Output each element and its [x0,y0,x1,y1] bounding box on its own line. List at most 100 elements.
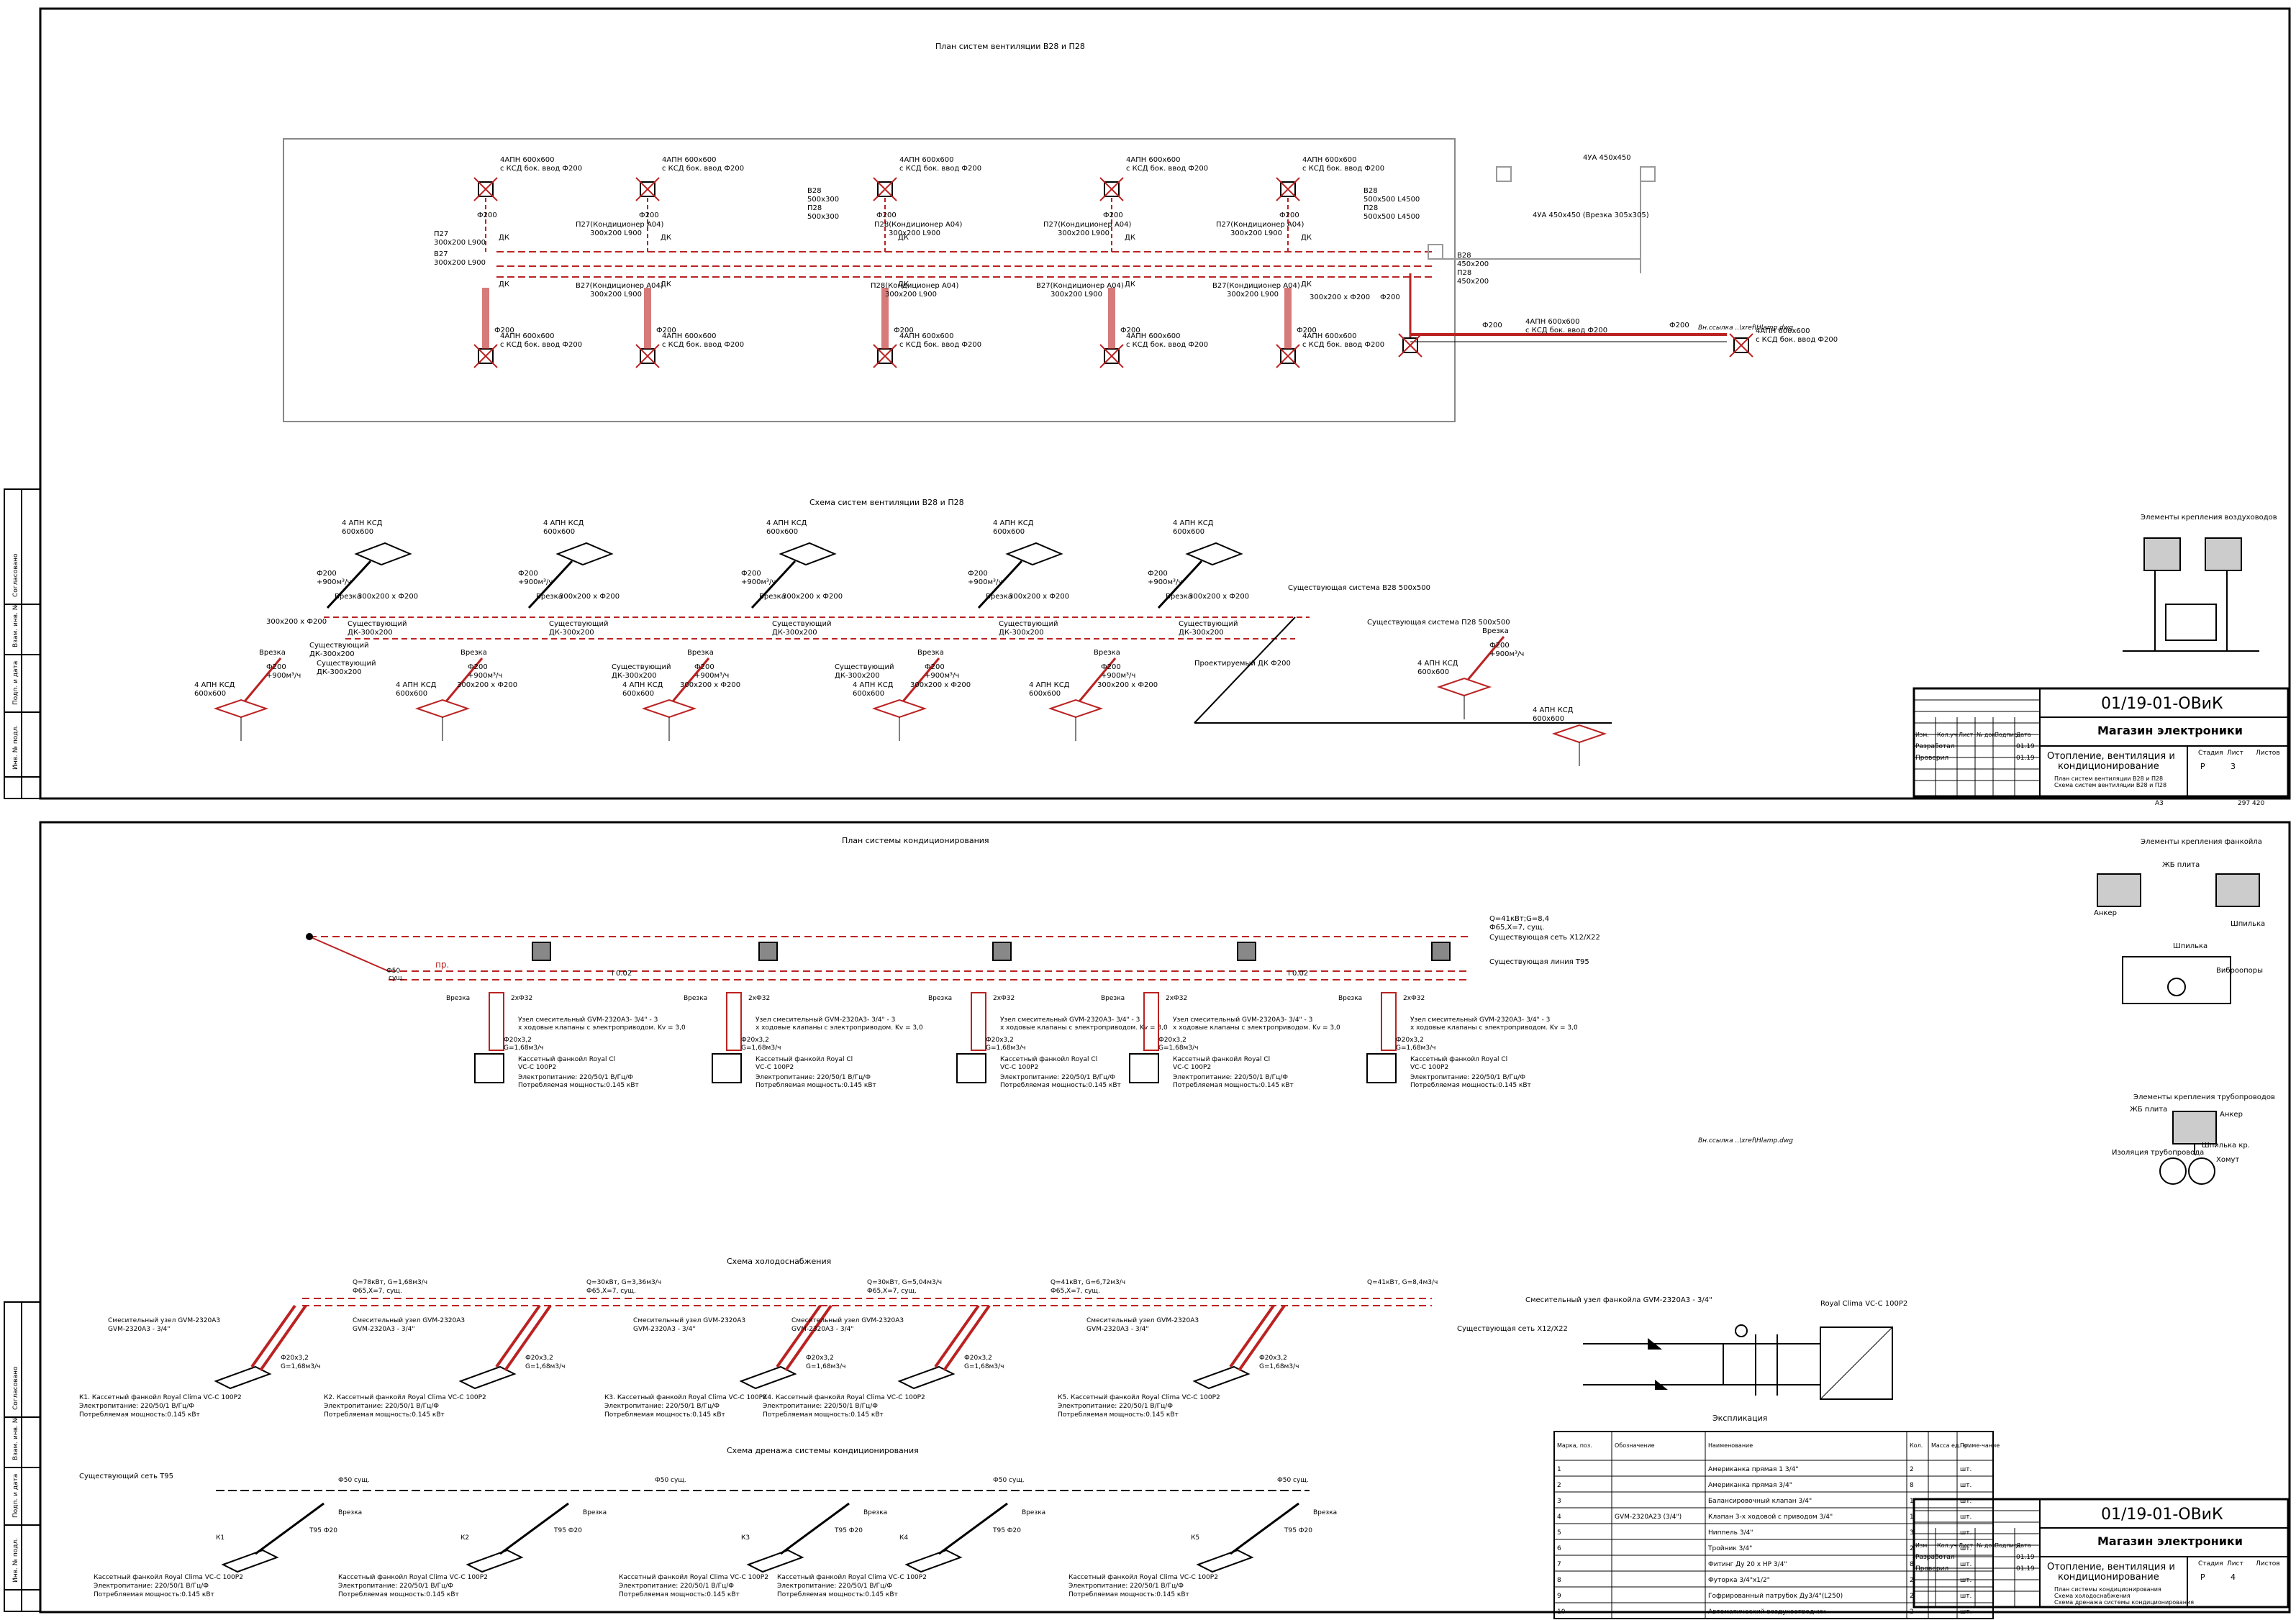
drain-pipe50: Ф50 сущ. [1277,1477,1309,1484]
explication-header: Наименование [1708,1442,1753,1449]
existing-dk-label: Существующий [999,620,1058,628]
explication-cell: 8 [1557,1577,1561,1584]
scheme-branch [1078,657,1117,702]
fancoil-label-2: VC-C 100P2 [1173,1064,1211,1071]
diffuser-right-mark [1398,333,1422,358]
drain-fancoil [746,1549,804,1573]
scheme-tap: Врезка [259,649,286,657]
drain-power-line: Электропитание: 220/50/1 В/Гц/Ф [94,1583,209,1590]
stamp-col-h: Кол.уч [1937,1542,1957,1549]
side-frame [21,488,41,799]
power-use: Потребляемая мощность:0.145 кВт [1000,1082,1121,1089]
g-flow: G=1,68м3/ч [741,1045,781,1052]
plan1-ducts [496,176,1727,342]
lva-label: 4УА 450х450 [1583,154,1631,162]
plan2-pipe50: Ф50 [386,968,400,975]
scheme-tap: Врезка [1482,627,1509,635]
slope-label-2: i 0.02 [1288,970,1308,978]
existing-dk-size: ДК-300х200 [309,650,355,658]
pipe-20: Ф20х3,2 [1396,1037,1424,1044]
p27-label: П27(Кондиционер А04) [1216,221,1304,229]
drain-branch [780,1502,850,1555]
scheme-duct-label: 300х200 х Ф200 [782,593,843,601]
explication-cell: шт. [1960,1466,1971,1473]
cold-branch [776,1304,822,1368]
scheme-branch [750,560,797,609]
stamp-stage-h: Стадия [2198,750,2223,757]
dk-label: ДК [661,234,671,242]
scheme-diffuser-size: 600х600 [1417,668,1449,676]
p27-size: 300х200 L900 [1230,229,1282,237]
diffuser-label-b: с КСД бок. ввод Ф200 [1756,336,1838,344]
cold-q-label: Q=30кВт, G=3,36м3/ч [586,1279,661,1286]
side-frame-inner [4,488,22,799]
drain-unit-id: К3 [741,1534,750,1542]
scheme-tap: Врезка [986,593,1012,601]
power-line: Электропитание: 220/50/1 В/Гц/Ф [1000,1074,1115,1081]
mixer-title: Смесительный узел фанкойла GVM-2320A3 - … [1525,1296,1712,1304]
side-label: Подп. и дата [12,661,19,705]
explication-cell: 2 [1910,1466,1914,1473]
cold-fancoil [458,1365,517,1390]
scheme-diffuser-label: 4 АПН КСД [993,519,1034,527]
existing-dk-size: ДК-300х200 [612,672,657,680]
side-label: Согласовано [12,553,19,597]
v28-riser-label: 450х200 [1457,278,1489,286]
scheme-d200: Ф200 [1148,570,1168,578]
v27-size: 300х200 L900 [1051,291,1102,299]
plan2-tap: Врезка [1101,995,1125,1002]
drain-fancoil [466,1549,524,1573]
power-use: Потребляемая мощность:0.145 кВт [1173,1082,1294,1089]
diffuser-riser [644,288,651,349]
mixer-valves [1648,1324,1748,1390]
cold-mixer-model: GVM-2320A3 - 3/4" [791,1326,854,1333]
explication-title: Экспликация [1712,1414,1767,1423]
explication-cell: шт. [1960,1529,1971,1537]
diffuser-d200: Ф200 [494,327,514,335]
drain-t95: Т95 Ф20 [1284,1527,1312,1534]
drain-t95: Т95 Ф20 [992,1527,1021,1534]
q-top-2: Ф65,Х=7, сущ. [1489,924,1544,932]
stamp-role: Разработал [1915,743,1955,750]
plan2-pipe50: сущ. [389,975,404,982]
plan2-tap: Врезка [446,995,470,1002]
cold-mixer-label: Смесительный узел GVM-2320A3 [108,1317,220,1324]
explication-cell: Автоматический воздухоотводчик [1708,1608,1826,1616]
drain-tap: Врезка [1313,1509,1337,1516]
stamp-sheet-title: План систем вентиляции В28 и П28 [2054,775,2163,782]
diffuser-label-a: 4АПН 600х600 [500,156,555,164]
scheme-branch [243,657,282,702]
explication-header: Обозначение [1615,1442,1655,1449]
diffuser-label-b: с КСД бок. ввод Ф200 [1302,341,1384,349]
diffuser-top-mark [873,177,897,201]
fixing-pipe-title: Элементы крепления трубопроводов [2133,1093,2275,1101]
cold-mixer-model: GVM-2320A3 - 3/4" [633,1326,696,1333]
cold-fancoil [1192,1365,1251,1390]
mixer-unit-label-2: х ходовые клапаны с электроприводом. Kv … [1173,1024,1340,1032]
diffuser-label-a: 4АПН 600х600 [1126,156,1181,164]
cold-mixer-label: Смесительный узел GVM-2320A3 [791,1317,904,1324]
explication-cell: шт. [1960,1577,1971,1584]
stamp-col-h: Лист [1959,732,1974,738]
existing-t95-drain: Существующий сеть Т95 [79,1473,173,1480]
side-label: Согласовано [12,1366,19,1410]
explication-header: Масса ед. кг. [1931,1442,1971,1449]
stamp-sheet-title: Схема дренажа системы кондиционирования [2054,1599,2194,1606]
scheme-d200: Ф200 [468,663,488,671]
fancoil-label-2: VC-C 100P2 [1410,1064,1448,1071]
mixer-unit-label-2: х ходовые клапаны с электроприводом. Kv … [755,1024,923,1032]
scheme-branch [445,657,484,702]
diffuser-d200: Ф200 [1103,211,1123,219]
diffuser-label-a: 4АПН 600х600 [662,332,717,340]
slab-label-2: ЖБ плита [2130,1106,2167,1114]
cold-branch [250,1304,296,1368]
power-use: Потребляемая мощность:0.145 кВт [1410,1082,1531,1089]
cold-q-label: Q=41кВт, G=8,4м3/ч [1367,1279,1438,1286]
clamp-label: Хомут [2216,1156,2239,1164]
power-use: Потребляемая мощность:0.145 кВт [518,1082,639,1089]
mixer-box [726,992,742,1051]
diffuser-top-mark [473,177,498,201]
scheme-diffuser-lower [213,698,269,719]
side-label: Взам. инв. № [12,1416,19,1460]
explication-cell: 1 [1910,1514,1914,1521]
